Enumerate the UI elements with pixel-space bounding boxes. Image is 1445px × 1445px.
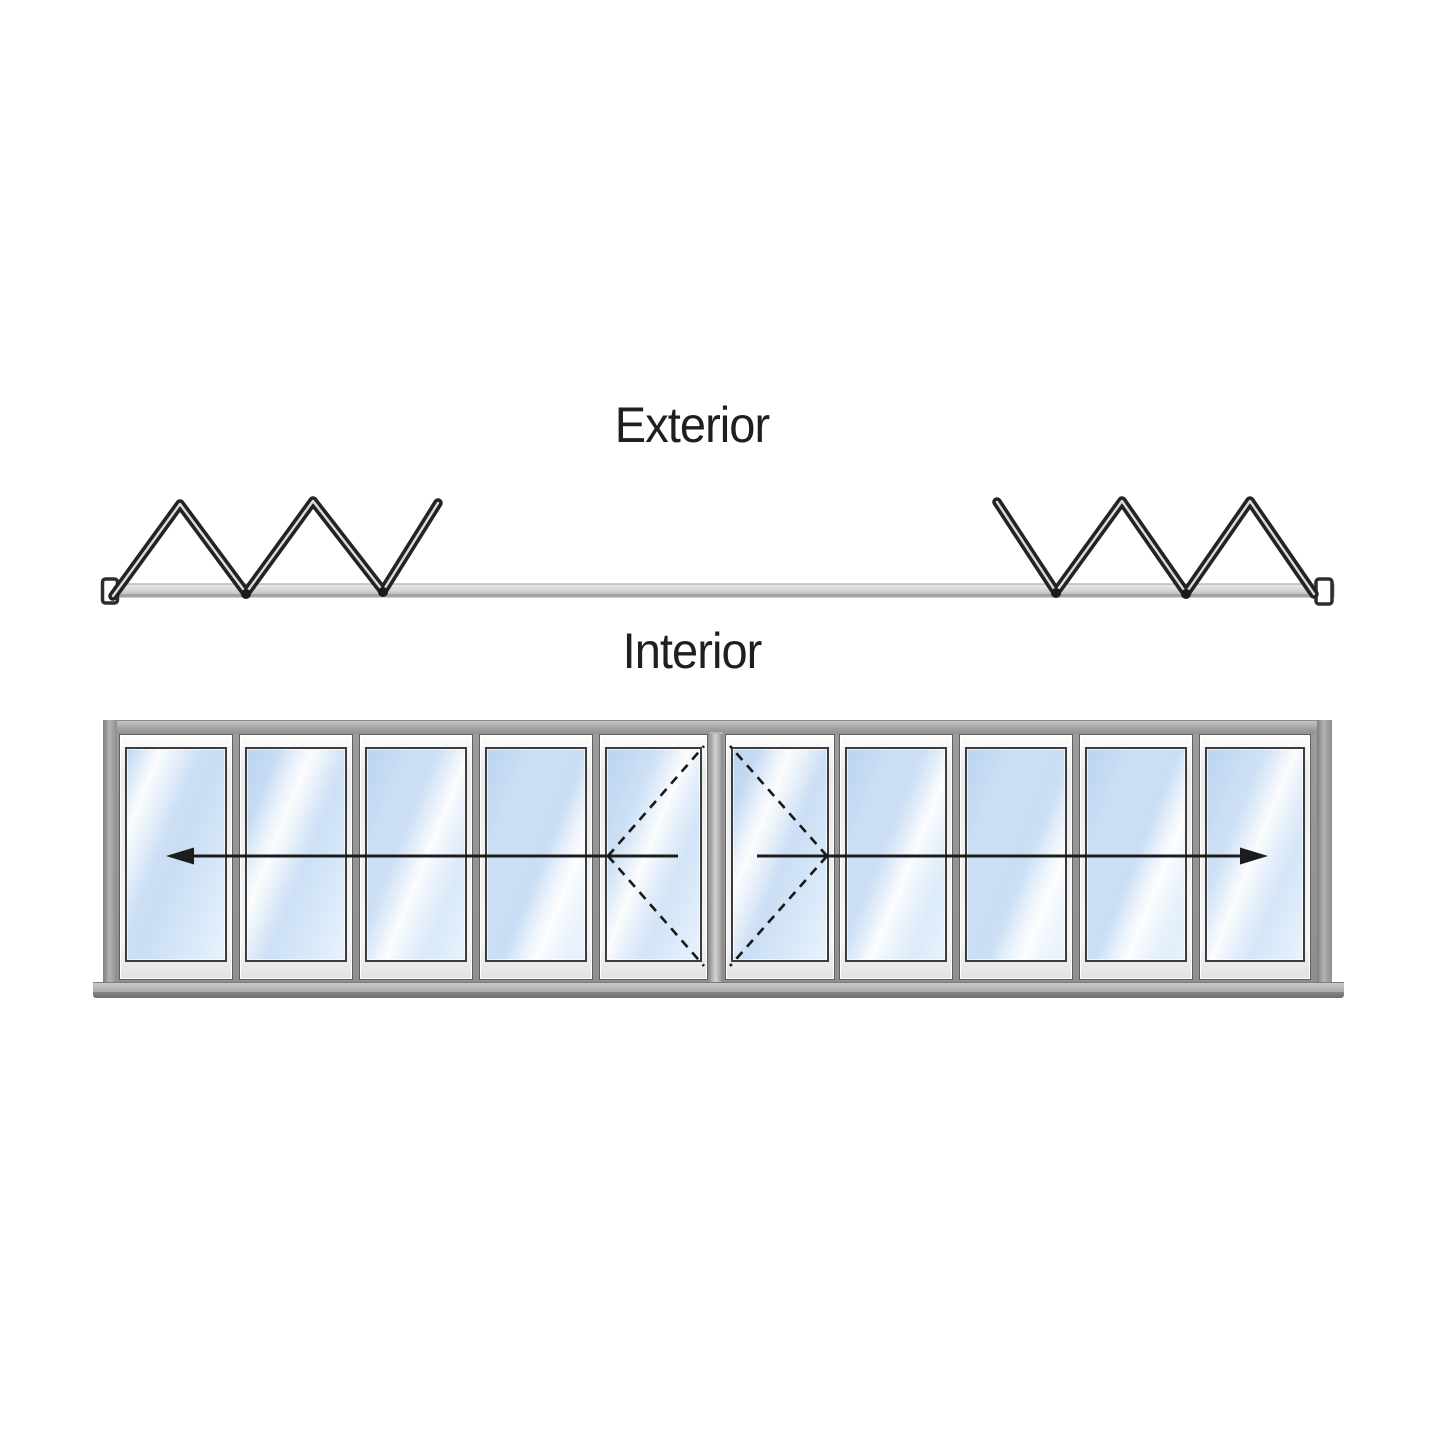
plan-track-endcap-right bbox=[1314, 577, 1334, 606]
hinge-dot bbox=[378, 587, 388, 597]
hinge-dot bbox=[241, 589, 251, 599]
door-panel-glass bbox=[245, 747, 347, 962]
folded-panels-right-core bbox=[995, 499, 1316, 596]
door-panel-5 bbox=[599, 734, 708, 980]
elevation-sill bbox=[93, 982, 1344, 992]
folded-panels-right-outline bbox=[992, 496, 1319, 599]
door-panel-8 bbox=[959, 734, 1073, 980]
elevation-view bbox=[93, 720, 1344, 1001]
door-panel-2 bbox=[239, 734, 353, 980]
plan-track-shadow bbox=[113, 594, 1334, 598]
plan-track-bar bbox=[112, 583, 1335, 598]
door-panel-glass bbox=[845, 747, 947, 962]
folded-panels-left-core bbox=[111, 499, 440, 598]
plan-track-endcap-left bbox=[100, 577, 120, 605]
folded-panels-left-outline bbox=[108, 496, 443, 601]
door-panel-glass bbox=[1085, 747, 1187, 962]
door-panel-3 bbox=[359, 734, 473, 980]
door-panel-7 bbox=[839, 734, 953, 980]
door-panel-glass bbox=[731, 747, 829, 962]
hinge-dot bbox=[1051, 588, 1061, 598]
door-panel-glass bbox=[485, 747, 587, 962]
plan-folded-stack-left bbox=[108, 496, 443, 601]
hinge-dot bbox=[1181, 589, 1191, 599]
door-panel-glass bbox=[1205, 747, 1305, 962]
door-panel-glass bbox=[125, 747, 227, 962]
plan-folded-stack-right bbox=[992, 496, 1319, 599]
elevation-head-frame bbox=[103, 720, 1332, 734]
door-panel-glass bbox=[965, 747, 1067, 962]
elevation-left-jamb bbox=[103, 720, 117, 983]
center-mullion bbox=[710, 734, 723, 982]
door-panel-glass bbox=[605, 747, 702, 962]
elevation-panels bbox=[117, 734, 1317, 982]
door-panel-6 bbox=[725, 734, 835, 980]
interior-label: Interior bbox=[622, 623, 763, 679]
exterior-label: Exterior bbox=[614, 397, 770, 453]
door-panel-10 bbox=[1199, 734, 1311, 980]
door-panel-9 bbox=[1079, 734, 1193, 980]
plan-track bbox=[100, 577, 1335, 606]
door-panel-4 bbox=[479, 734, 593, 980]
elevation-right-jamb bbox=[1317, 720, 1332, 983]
elevation-sill-edge bbox=[93, 992, 1344, 998]
door-panel-glass bbox=[365, 747, 467, 962]
door-panel-1 bbox=[119, 734, 233, 980]
